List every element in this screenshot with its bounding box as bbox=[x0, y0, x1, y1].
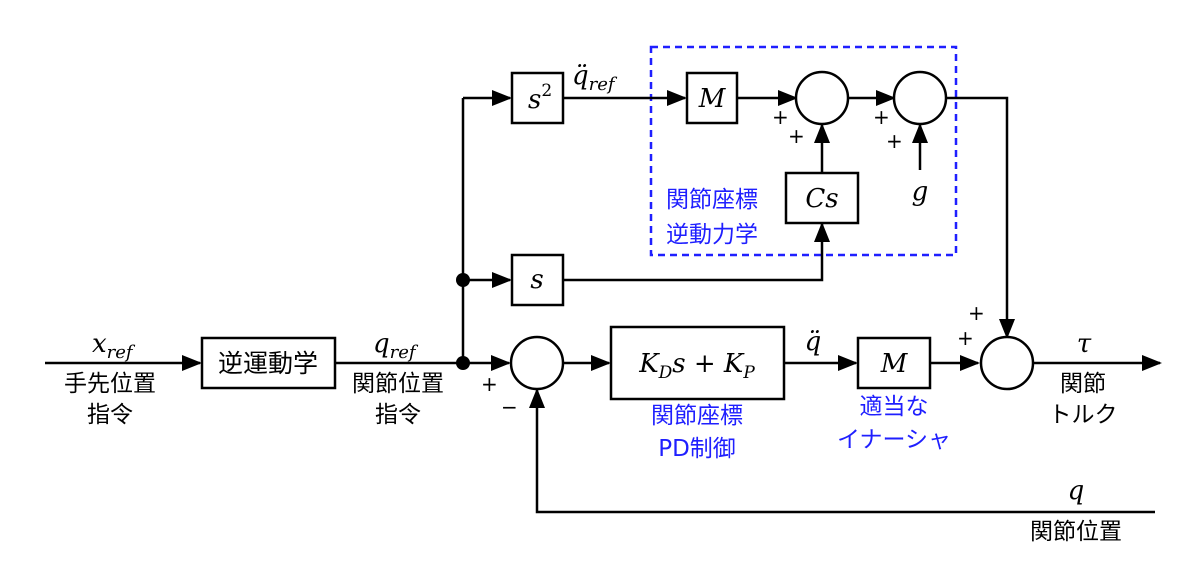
M-mid-label: M bbox=[880, 349, 909, 379]
ik-label: 逆運動学 bbox=[218, 349, 318, 378]
xref-label-1: 手先位置 bbox=[64, 371, 156, 397]
pd-control-label-2: PD制御 bbox=[658, 436, 736, 462]
inverse-dynamics-region bbox=[649, 45, 958, 257]
pd-label: KDs + KP bbox=[638, 349, 755, 383]
sign-gravity-plus-1: + bbox=[873, 105, 890, 129]
inertia-label-1: 適当な bbox=[860, 394, 929, 420]
Cs-label: Cs bbox=[805, 184, 838, 214]
pd-block bbox=[609, 325, 786, 401]
sum-node-coriolis bbox=[794, 70, 850, 126]
sign-coriolis-plus-1: + bbox=[772, 105, 789, 129]
Cs-block bbox=[784, 171, 860, 225]
q-symbol: q bbox=[1068, 476, 1085, 506]
M-top-block bbox=[685, 71, 739, 125]
xref-label-2: 指令 bbox=[87, 402, 133, 428]
sign-output-plus-1: + bbox=[968, 301, 985, 325]
sign-gravity-plus-2: + bbox=[886, 129, 903, 153]
ik-block bbox=[200, 336, 337, 390]
sign-feedback-minus: − bbox=[501, 395, 518, 419]
inverse-dynamics-label-1: 関節座標 bbox=[666, 187, 758, 213]
tau-label-1: 関節 bbox=[1060, 371, 1106, 397]
g-symbol: g bbox=[912, 177, 929, 207]
sign-output-plus-2: + bbox=[957, 326, 974, 350]
qddot-symbol: q̈ bbox=[805, 327, 822, 357]
wire-feedback-q bbox=[529, 388, 1155, 514]
wire-sum2-to-sum3 bbox=[946, 96, 1015, 339]
tau-symbol: τ bbox=[1077, 329, 1092, 359]
sign-coriolis-plus-2: + bbox=[788, 124, 805, 148]
wire-s-to-Cs bbox=[563, 222, 830, 282]
qref-label-2: 指令 bbox=[375, 402, 421, 428]
xref-symbol: xref bbox=[92, 329, 136, 363]
sum-node-output bbox=[979, 335, 1035, 391]
junction-dot-lower bbox=[456, 356, 470, 370]
s-label: s bbox=[530, 265, 543, 295]
sum-node-gravity bbox=[892, 70, 948, 126]
sign-feedback-plus: + bbox=[481, 372, 498, 396]
qref-symbol: qref bbox=[373, 329, 419, 363]
qddot-ref-symbol: q̈ref bbox=[572, 61, 618, 95]
junction-dot-upper bbox=[456, 273, 470, 287]
inverse-dynamics-label-2: 逆動力学 bbox=[666, 222, 758, 248]
s2-label: s2 bbox=[528, 81, 552, 115]
tau-label-2: トルク bbox=[1049, 402, 1118, 428]
q-label: 関節位置 bbox=[1030, 519, 1122, 545]
sum-node-feedback bbox=[509, 335, 565, 391]
M-mid-block bbox=[856, 336, 932, 390]
inertia-label-2: イナーシャ bbox=[837, 427, 951, 453]
s2-block bbox=[510, 71, 565, 125]
M-top-label: M bbox=[698, 84, 727, 114]
qref-label-1: 関節位置 bbox=[352, 371, 444, 397]
s-block bbox=[510, 253, 565, 307]
pd-control-label-1: 関節座標 bbox=[651, 403, 743, 429]
